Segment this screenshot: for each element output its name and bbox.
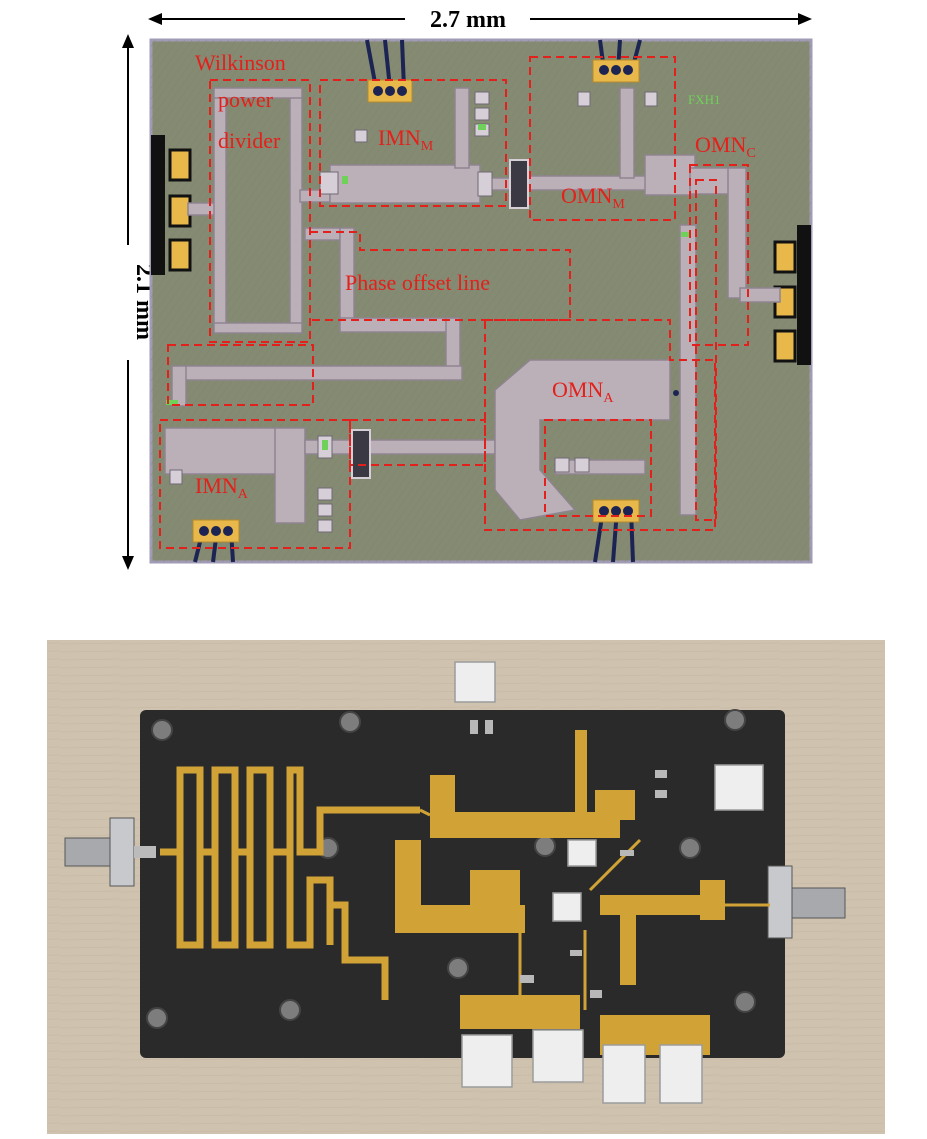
pcb-meander: [160, 766, 420, 1000]
region-boxes: [159, 56, 749, 549]
label-imn-a: IMNA: [195, 473, 249, 502]
green-markers: [166, 124, 691, 450]
label-omn-c: OMNC: [695, 132, 756, 161]
rf-input-pads: [151, 135, 192, 275]
pcb-components: [454, 661, 764, 1104]
die-micrograph: 2.7 mm 2.1 mm: [122, 7, 813, 570]
alignment-dot: [673, 390, 679, 396]
label-wilkinson-1: Wilkinson: [195, 50, 286, 75]
pcb-gold-structures: [395, 730, 725, 1055]
region-labels: Wilkinson power divider IMNM OMNM OMNC P…: [195, 50, 756, 502]
width-dimension: 2.7 mm: [148, 7, 812, 33]
pcb-thin-traces: [419, 808, 770, 1010]
label-wilkinson-3: divider: [218, 128, 281, 153]
label-imn-m: IMNM: [378, 125, 434, 154]
label-omn-a: OMNA: [552, 377, 614, 406]
pcb-small-smd: [470, 720, 667, 998]
width-dimension-label: 2.7 mm: [430, 7, 506, 33]
screws: [146, 709, 756, 1029]
label-wilkinson-2: power: [218, 87, 274, 112]
die-traces: [164, 87, 781, 524]
pcb-photo: [47, 640, 885, 1134]
chip-marking: FXH1: [688, 92, 721, 107]
sma-output-connector: [767, 865, 846, 939]
label-phase-offset: Phase offset line: [345, 270, 490, 295]
sma-input-connector: [64, 817, 156, 887]
label-omn-m: OMNM: [561, 183, 625, 212]
